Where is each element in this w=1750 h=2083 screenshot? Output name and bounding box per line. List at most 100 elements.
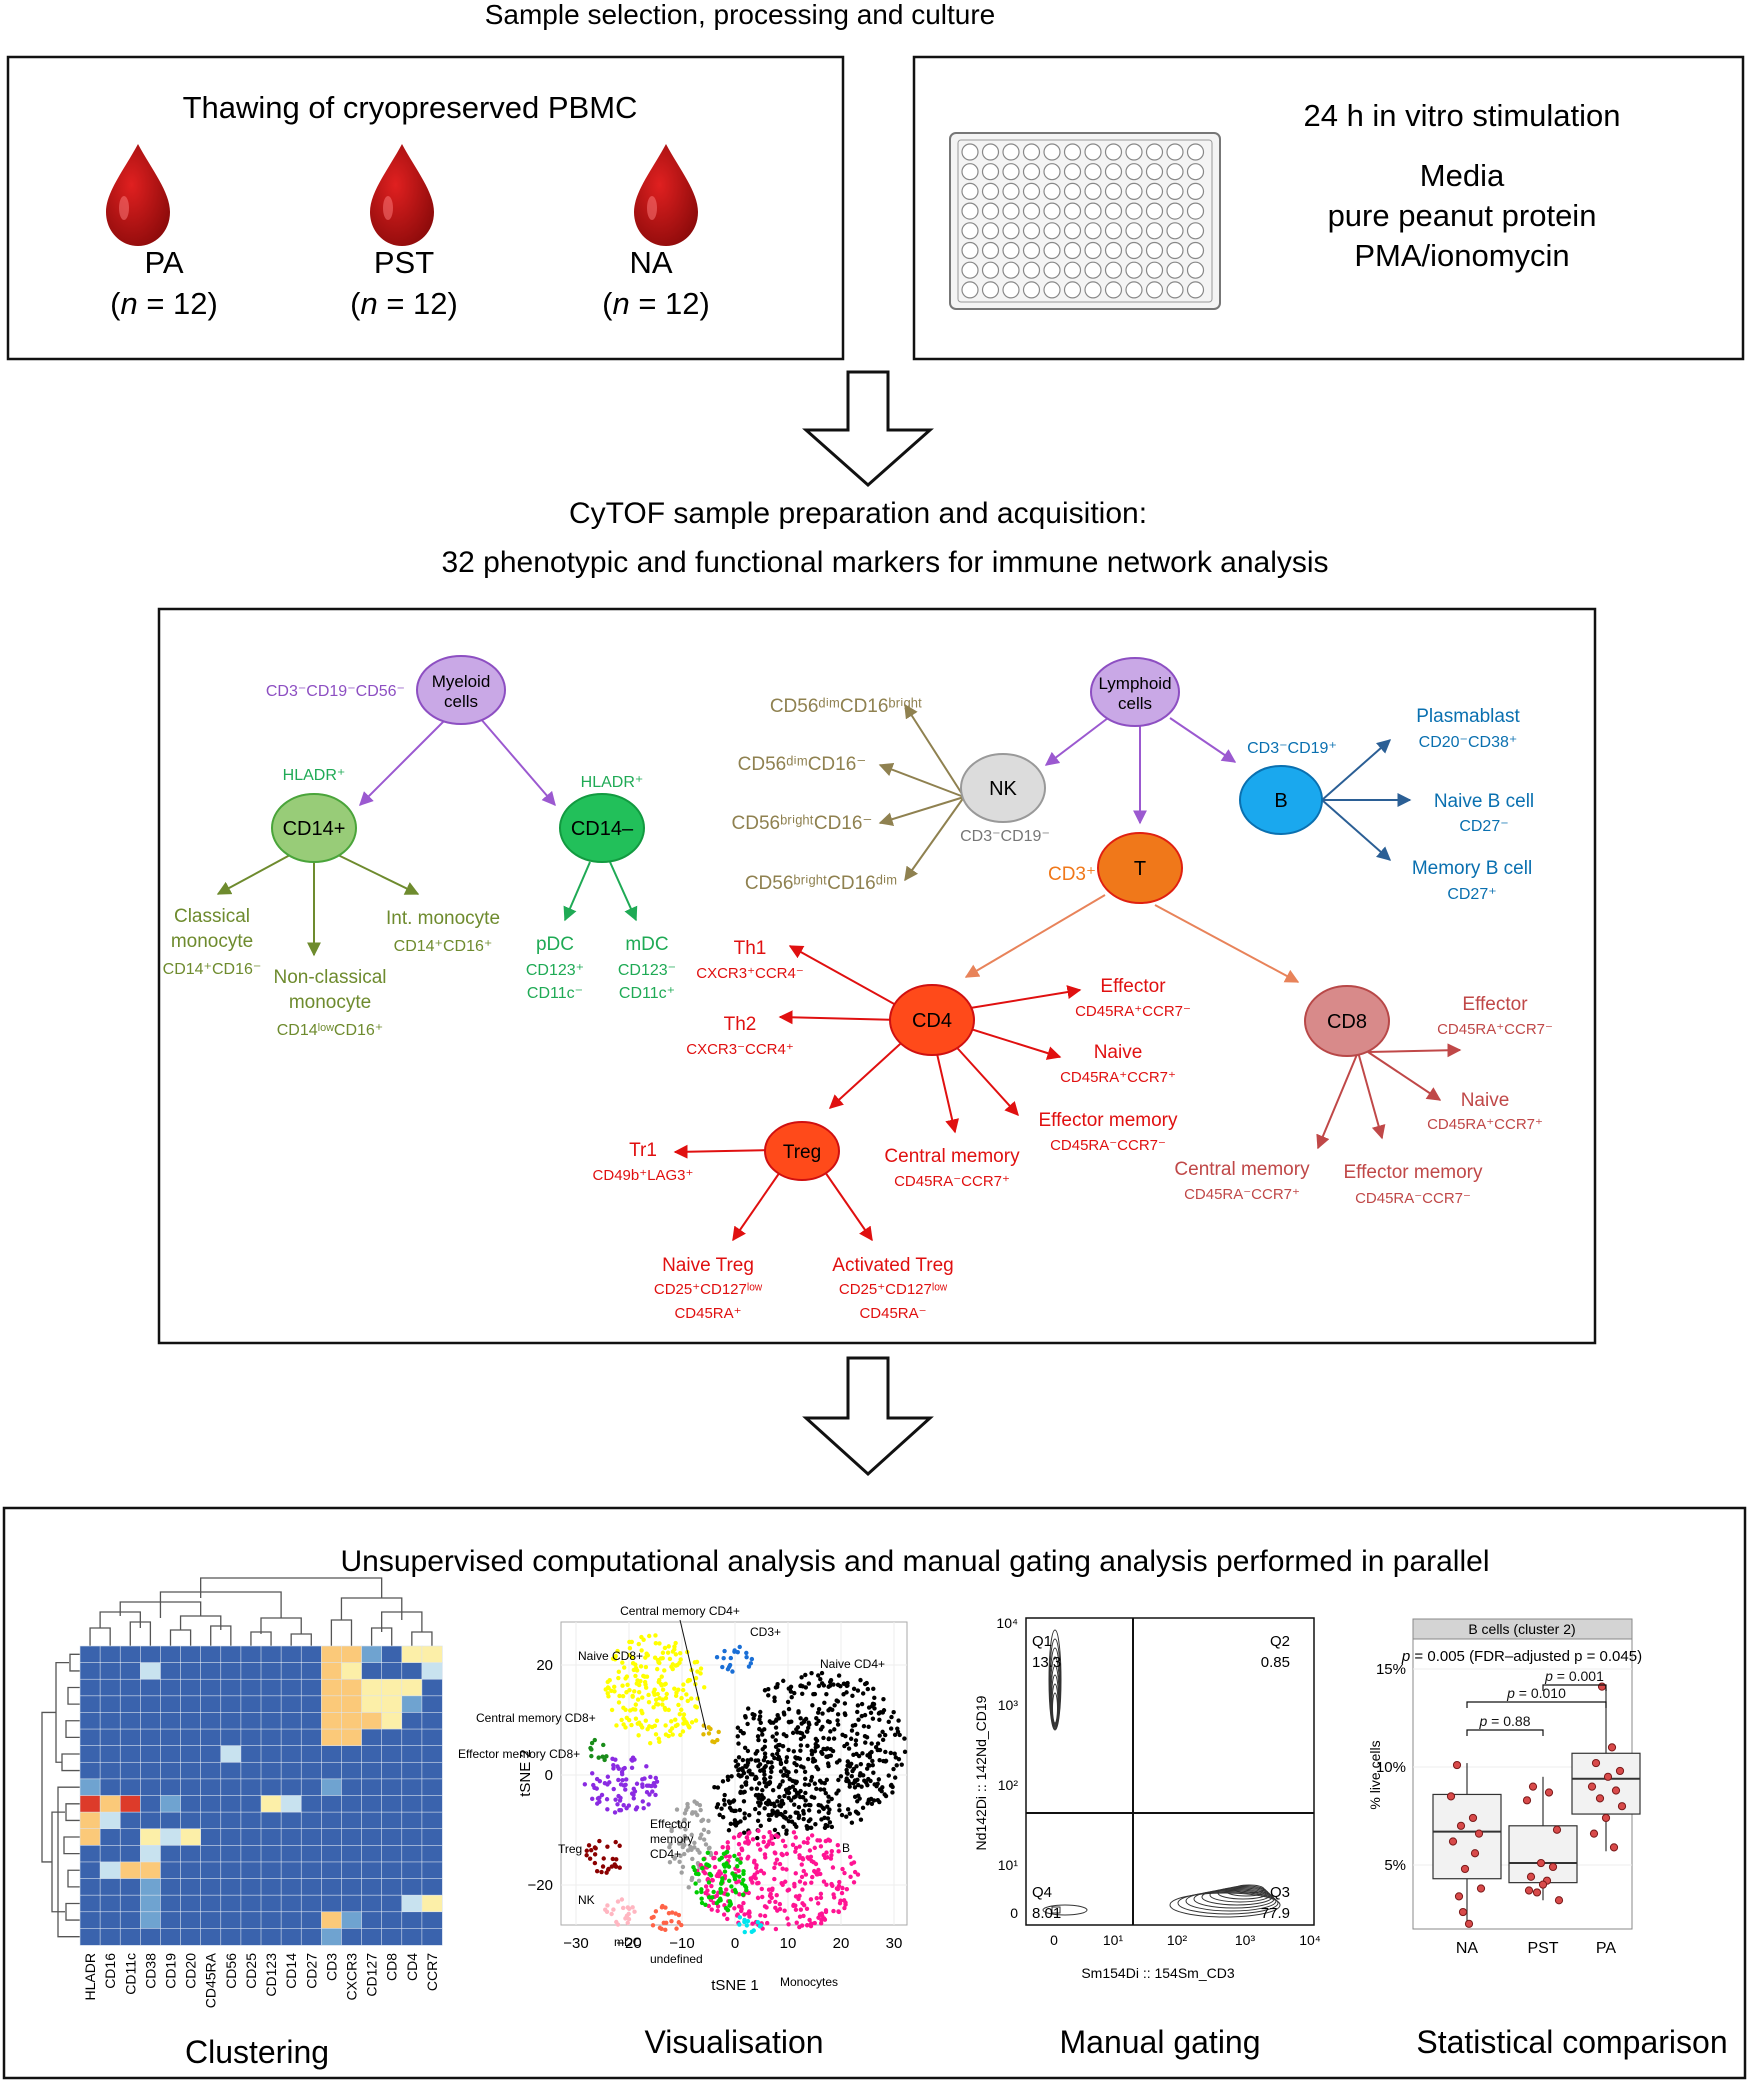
tsne-point bbox=[784, 1733, 789, 1739]
heatmap-cell bbox=[99, 1828, 121, 1847]
tsne-point bbox=[868, 1710, 874, 1715]
heatmap-cell bbox=[260, 1745, 282, 1763]
tsne-point bbox=[725, 1892, 730, 1897]
tsne-point bbox=[616, 1777, 621, 1783]
heatmap-cell bbox=[260, 1845, 282, 1863]
heatmap-cell bbox=[401, 1745, 423, 1763]
group-label: NA bbox=[629, 245, 672, 280]
heatmap-cell bbox=[200, 1778, 222, 1797]
dendrogram-branch bbox=[411, 1631, 433, 1646]
tsne-point bbox=[744, 1650, 749, 1656]
stim-title: 24 h in vitro stimulation bbox=[1303, 98, 1620, 133]
tsne-point bbox=[798, 1736, 804, 1742]
tsne-point bbox=[798, 1716, 803, 1721]
tsne-point bbox=[612, 1810, 618, 1815]
tsne-point bbox=[798, 1743, 804, 1748]
tsne-point bbox=[629, 1722, 634, 1728]
panel-label: Statistical comparison bbox=[1416, 2024, 1727, 2060]
tsne-point bbox=[742, 1745, 748, 1750]
tsne-point bbox=[600, 1864, 606, 1869]
tsne-point bbox=[794, 1920, 799, 1925]
heatmap-cell bbox=[180, 1828, 202, 1847]
tsne-point bbox=[685, 1805, 690, 1810]
tsne-point bbox=[681, 1682, 686, 1687]
tsne-point bbox=[722, 1792, 727, 1798]
gating-xtick: 10⁴ bbox=[1299, 1932, 1321, 1948]
tsne-point bbox=[679, 1922, 684, 1928]
gating-contour bbox=[1049, 1638, 1061, 1730]
heatmap-cell bbox=[381, 1861, 403, 1880]
heatmap-cell bbox=[79, 1695, 101, 1714]
tsne-point bbox=[706, 1903, 712, 1909]
tsne-point bbox=[786, 1887, 792, 1892]
tsne-xtick: 0 bbox=[731, 1935, 739, 1952]
tsne-point bbox=[761, 1871, 767, 1876]
stats-box bbox=[1432, 1793, 1502, 1880]
tsne-point bbox=[605, 1844, 610, 1849]
tsne-point bbox=[627, 1639, 632, 1645]
stats-point bbox=[1522, 1796, 1532, 1805]
tsne-point bbox=[762, 1772, 767, 1777]
tsne-point bbox=[684, 1692, 689, 1697]
tsne-point bbox=[738, 1908, 744, 1914]
tsne-point bbox=[746, 1664, 752, 1669]
tsne-point bbox=[638, 1664, 644, 1669]
heatmap-cell bbox=[260, 1678, 282, 1697]
heatmap-cell bbox=[341, 1811, 363, 1830]
tsne-point bbox=[792, 1884, 797, 1889]
tsne-point bbox=[801, 1811, 806, 1816]
heatmap-cell bbox=[361, 1712, 383, 1730]
heatmap-cell bbox=[341, 1828, 363, 1847]
tsne-point bbox=[769, 1764, 775, 1770]
tsne-point bbox=[705, 1850, 711, 1855]
tsne-point bbox=[758, 1823, 763, 1829]
tsne-point bbox=[625, 1920, 630, 1926]
heatmap-cell bbox=[140, 1662, 162, 1680]
heatmap-cell bbox=[79, 1894, 101, 1913]
heatmap-cell bbox=[240, 1928, 262, 1946]
tsne-cluster-label: Treg bbox=[558, 1842, 582, 1856]
tsne-point bbox=[834, 1791, 839, 1796]
tsne-point bbox=[775, 1682, 780, 1687]
tsne-point bbox=[603, 1687, 608, 1692]
heatmap-cell bbox=[180, 1894, 202, 1913]
heatmap-cell bbox=[200, 1745, 222, 1763]
tsne-point bbox=[844, 1814, 849, 1819]
stats-point bbox=[1458, 1907, 1468, 1917]
heatmap-cell bbox=[119, 1878, 142, 1896]
well bbox=[1043, 143, 1061, 161]
well bbox=[981, 163, 1000, 181]
tsne-cluster-label: CD4+ bbox=[650, 1847, 681, 1861]
tsne-point bbox=[818, 1891, 824, 1897]
well bbox=[1063, 163, 1082, 181]
tsne-point bbox=[732, 1887, 738, 1893]
tsne-point bbox=[896, 1718, 901, 1723]
dendrogram-branch bbox=[41, 1711, 56, 1863]
tsne-point bbox=[850, 1693, 855, 1699]
tsne-point bbox=[616, 1675, 621, 1681]
tsne-point bbox=[827, 1683, 833, 1688]
tsne-point bbox=[747, 1813, 752, 1818]
tsne-point bbox=[626, 1717, 632, 1723]
tsne-point bbox=[651, 1705, 656, 1710]
heatmap-cell bbox=[381, 1745, 403, 1763]
tsne-point bbox=[693, 1871, 699, 1876]
tsne-point bbox=[830, 1865, 836, 1870]
tsne-point bbox=[785, 1790, 790, 1795]
tsne-point bbox=[809, 1752, 815, 1757]
well bbox=[1125, 281, 1143, 299]
heatmap-cell bbox=[140, 1911, 162, 1930]
tsne-point bbox=[744, 1887, 749, 1893]
tsne-point bbox=[617, 1693, 622, 1699]
nk-marker: CD3⁻CD19⁻ bbox=[960, 828, 1050, 845]
heatmap-cell bbox=[421, 1894, 443, 1913]
tsne-point bbox=[767, 1899, 772, 1904]
tsne-point bbox=[812, 1845, 817, 1851]
tsne-point bbox=[836, 1777, 841, 1783]
tsne-point bbox=[870, 1762, 875, 1768]
gating-contour bbox=[1051, 1906, 1061, 1914]
stats-point bbox=[1464, 1919, 1474, 1928]
heatmap-cell bbox=[280, 1795, 302, 1813]
tsne-point bbox=[739, 1773, 744, 1778]
cd8-subset-marker: CD45RA⁻CCR7⁺ bbox=[1184, 1186, 1300, 1203]
